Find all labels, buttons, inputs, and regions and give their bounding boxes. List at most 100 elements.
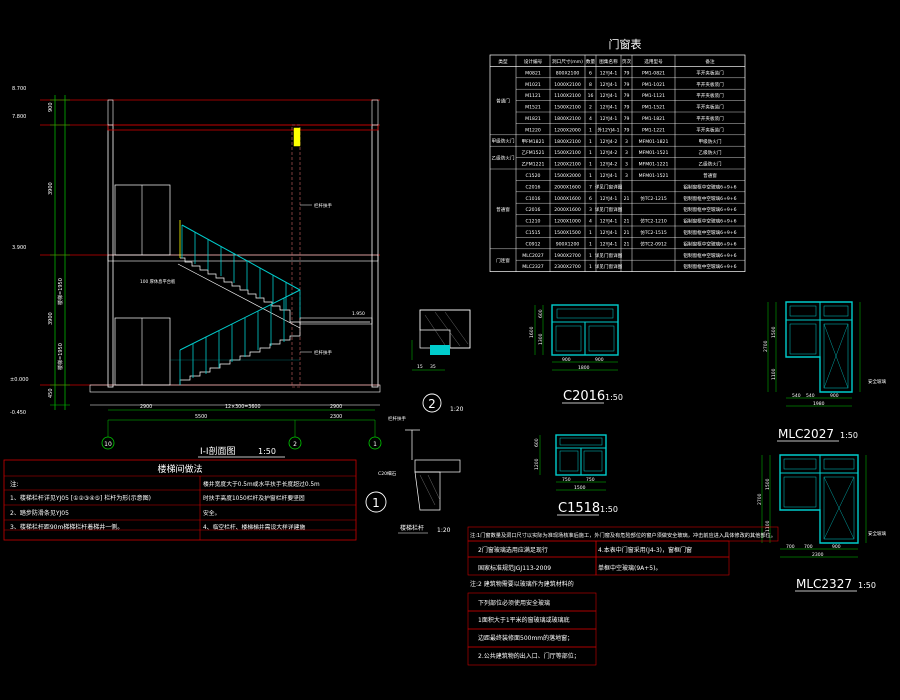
detail2-dim-a: 15	[417, 364, 423, 370]
c2016-label: C2016	[563, 389, 605, 404]
dn-line4: 注:2 建筑物需要以玻璃作为建筑材料的	[470, 580, 574, 588]
dn-line5: 下列部位必须使用安全玻璃	[478, 599, 550, 607]
table-cell: 平开夹板装门	[696, 115, 724, 122]
level-7800: 7.800	[12, 114, 26, 120]
table-cell: MLC2327	[522, 264, 543, 270]
table-cell: 12YJ4-1	[600, 219, 618, 225]
table-cell: 2300X2700	[554, 264, 581, 270]
dim-3900b: 3900	[48, 312, 54, 325]
mlc2327-dim-v3: 1100	[765, 520, 771, 532]
table-cell: 1200X1000	[554, 219, 581, 225]
table-cell: 21	[624, 241, 630, 247]
table-cell: 1500X2100	[554, 150, 581, 156]
table-cell: 1500X2000	[554, 173, 581, 179]
level-m0450: -0.450	[10, 410, 26, 416]
table-cell: 79	[624, 105, 630, 111]
table-cell: 2000X1600	[554, 184, 581, 190]
table-cell: 乙级防火门	[699, 161, 722, 168]
table-cell: 1800X2100	[554, 139, 581, 145]
table-cell: M1121	[525, 93, 541, 99]
detail2-num: 2	[428, 397, 436, 411]
table-cell: 铝制窗框中空玻璃6+9+6	[683, 240, 736, 247]
bdim-3: 2900	[330, 404, 342, 410]
table-cell: PM1-0821	[642, 70, 665, 76]
mlc2327-label: MLC2327	[796, 577, 852, 591]
table-cell: PM1-1021	[642, 82, 665, 88]
c2016-dim-v1: 600	[538, 309, 544, 318]
table-header-cell: 设计编号	[524, 58, 543, 65]
table-cell: 平开夹板装门	[696, 126, 724, 133]
c2016-dim-vt: 1600	[529, 326, 535, 338]
mlc2027-dim-h2: 540	[806, 393, 815, 399]
detail1-label2: 栏杆扶手	[388, 415, 406, 422]
table-cell: 12YJ4-2	[600, 139, 618, 145]
table-cell: 800X2100	[556, 70, 580, 76]
table-group-label: 普通窗	[496, 206, 510, 213]
table-cell: 79	[624, 93, 630, 99]
mlc2027-dim-h3: 900	[830, 393, 839, 399]
section-scale: 1:50	[258, 447, 276, 456]
table-cell: 12YJ4-1	[600, 93, 618, 99]
table-cell: 12YJ4-2	[600, 162, 618, 168]
table-cell: 仿TC2-1210	[640, 218, 667, 225]
table-cell: 外12YJ4-1	[597, 126, 619, 133]
section-title: Ⅰ-Ⅰ剖面图	[200, 445, 236, 457]
detail1-num: 1	[372, 496, 380, 510]
table-cell: 1200X2100	[554, 162, 581, 168]
mlc2327-dim-v1: 2700	[757, 493, 763, 505]
mlc2027-note: 安全玻璃	[868, 378, 886, 385]
table-cell: 1	[589, 241, 592, 247]
mlc2327-scale: 1:50	[858, 581, 876, 590]
dn-line3a: 国家标准规范JGJ113-2009	[478, 564, 551, 572]
table-cell: C2016	[526, 207, 541, 213]
table-cell: 4	[589, 116, 592, 122]
detail1-caption: 楼梯栏杆	[400, 524, 424, 532]
detail-1: C20细石 栏杆扶手 1 楼梯栏杆 1:20	[365, 415, 461, 534]
table-cell: MFM01-1821	[639, 139, 669, 145]
c1518-dim-v2: 1200	[534, 458, 540, 470]
table-cell: 3	[625, 162, 628, 168]
c2016-dim-v2: 1300	[538, 333, 544, 345]
table-cell: 8	[589, 82, 592, 88]
bdim-5: 2300	[330, 414, 342, 420]
c2016-dim-h2: 900	[595, 357, 604, 363]
table-cell: 16	[588, 93, 594, 99]
table-cell: 12YJ4-1	[600, 105, 618, 111]
c2016-scale: 1:50	[605, 393, 623, 402]
table-cell: 1	[589, 127, 592, 133]
mlc2327-note: 安全玻璃	[868, 530, 886, 537]
table-cell: 乙FM1221	[522, 161, 545, 168]
table-cell: 7	[589, 184, 592, 190]
table-cell: 21	[624, 219, 630, 225]
window-c1518: 750 750 1500 600 1200 C1518 1:50	[534, 434, 618, 516]
table-header-cell: 洞口尺寸(mm)	[552, 58, 583, 65]
table-cell: 甲级防火门	[699, 138, 722, 145]
stair-notes-r3a: 3、楼梯栏杆距90m梯梯栏杆着梯井一侧。	[10, 523, 123, 531]
mlc2027-dim-v3: 1100	[771, 368, 777, 380]
mlc2027-label: MLC2027	[778, 427, 834, 441]
table-cell: 12YJ4-1	[600, 173, 618, 179]
detail1-label: C20细石	[378, 470, 397, 477]
table-cell: 详见门窗详图	[595, 183, 623, 190]
c1518-scale: 1:50	[600, 505, 618, 514]
table-cell: 铝制窗框中空玻璃6+9+6	[683, 206, 736, 213]
table-cell: 12YJ4-2	[600, 150, 618, 156]
note-rail-2: 栏杆扶手	[314, 349, 332, 356]
stair-notes-r2a: 2、踏步防滑条见YJ05	[10, 509, 69, 517]
table-cell: 乙级防火门	[699, 149, 722, 156]
table-cell: 铝制窗框中空玻璃6+9+6	[683, 183, 736, 190]
table-group-label: 门连窗	[496, 257, 510, 264]
window-mlc2027: 540 540 900 1980 2700 1500 1100 安全玻璃 MLC…	[763, 301, 886, 442]
table-cell: 1	[589, 162, 592, 168]
table-header-cell: 选用型号	[644, 58, 663, 65]
table-cell: C1515	[526, 230, 541, 236]
table-cell: 平开夹板装门	[696, 69, 724, 76]
table-cell: 12YJ4-1	[600, 241, 618, 247]
table-cell: 79	[624, 70, 630, 76]
table-cell: MFM01-1221	[639, 162, 669, 168]
stair-notes-r3b: 4、临空栏杆、楼梯梯井需设大样详建施	[203, 523, 305, 531]
table-group-label: 乙级防火门	[492, 155, 515, 162]
table-cell: 仿TC2-1215	[640, 195, 667, 202]
c1518-dim-total: 1500	[574, 485, 586, 491]
